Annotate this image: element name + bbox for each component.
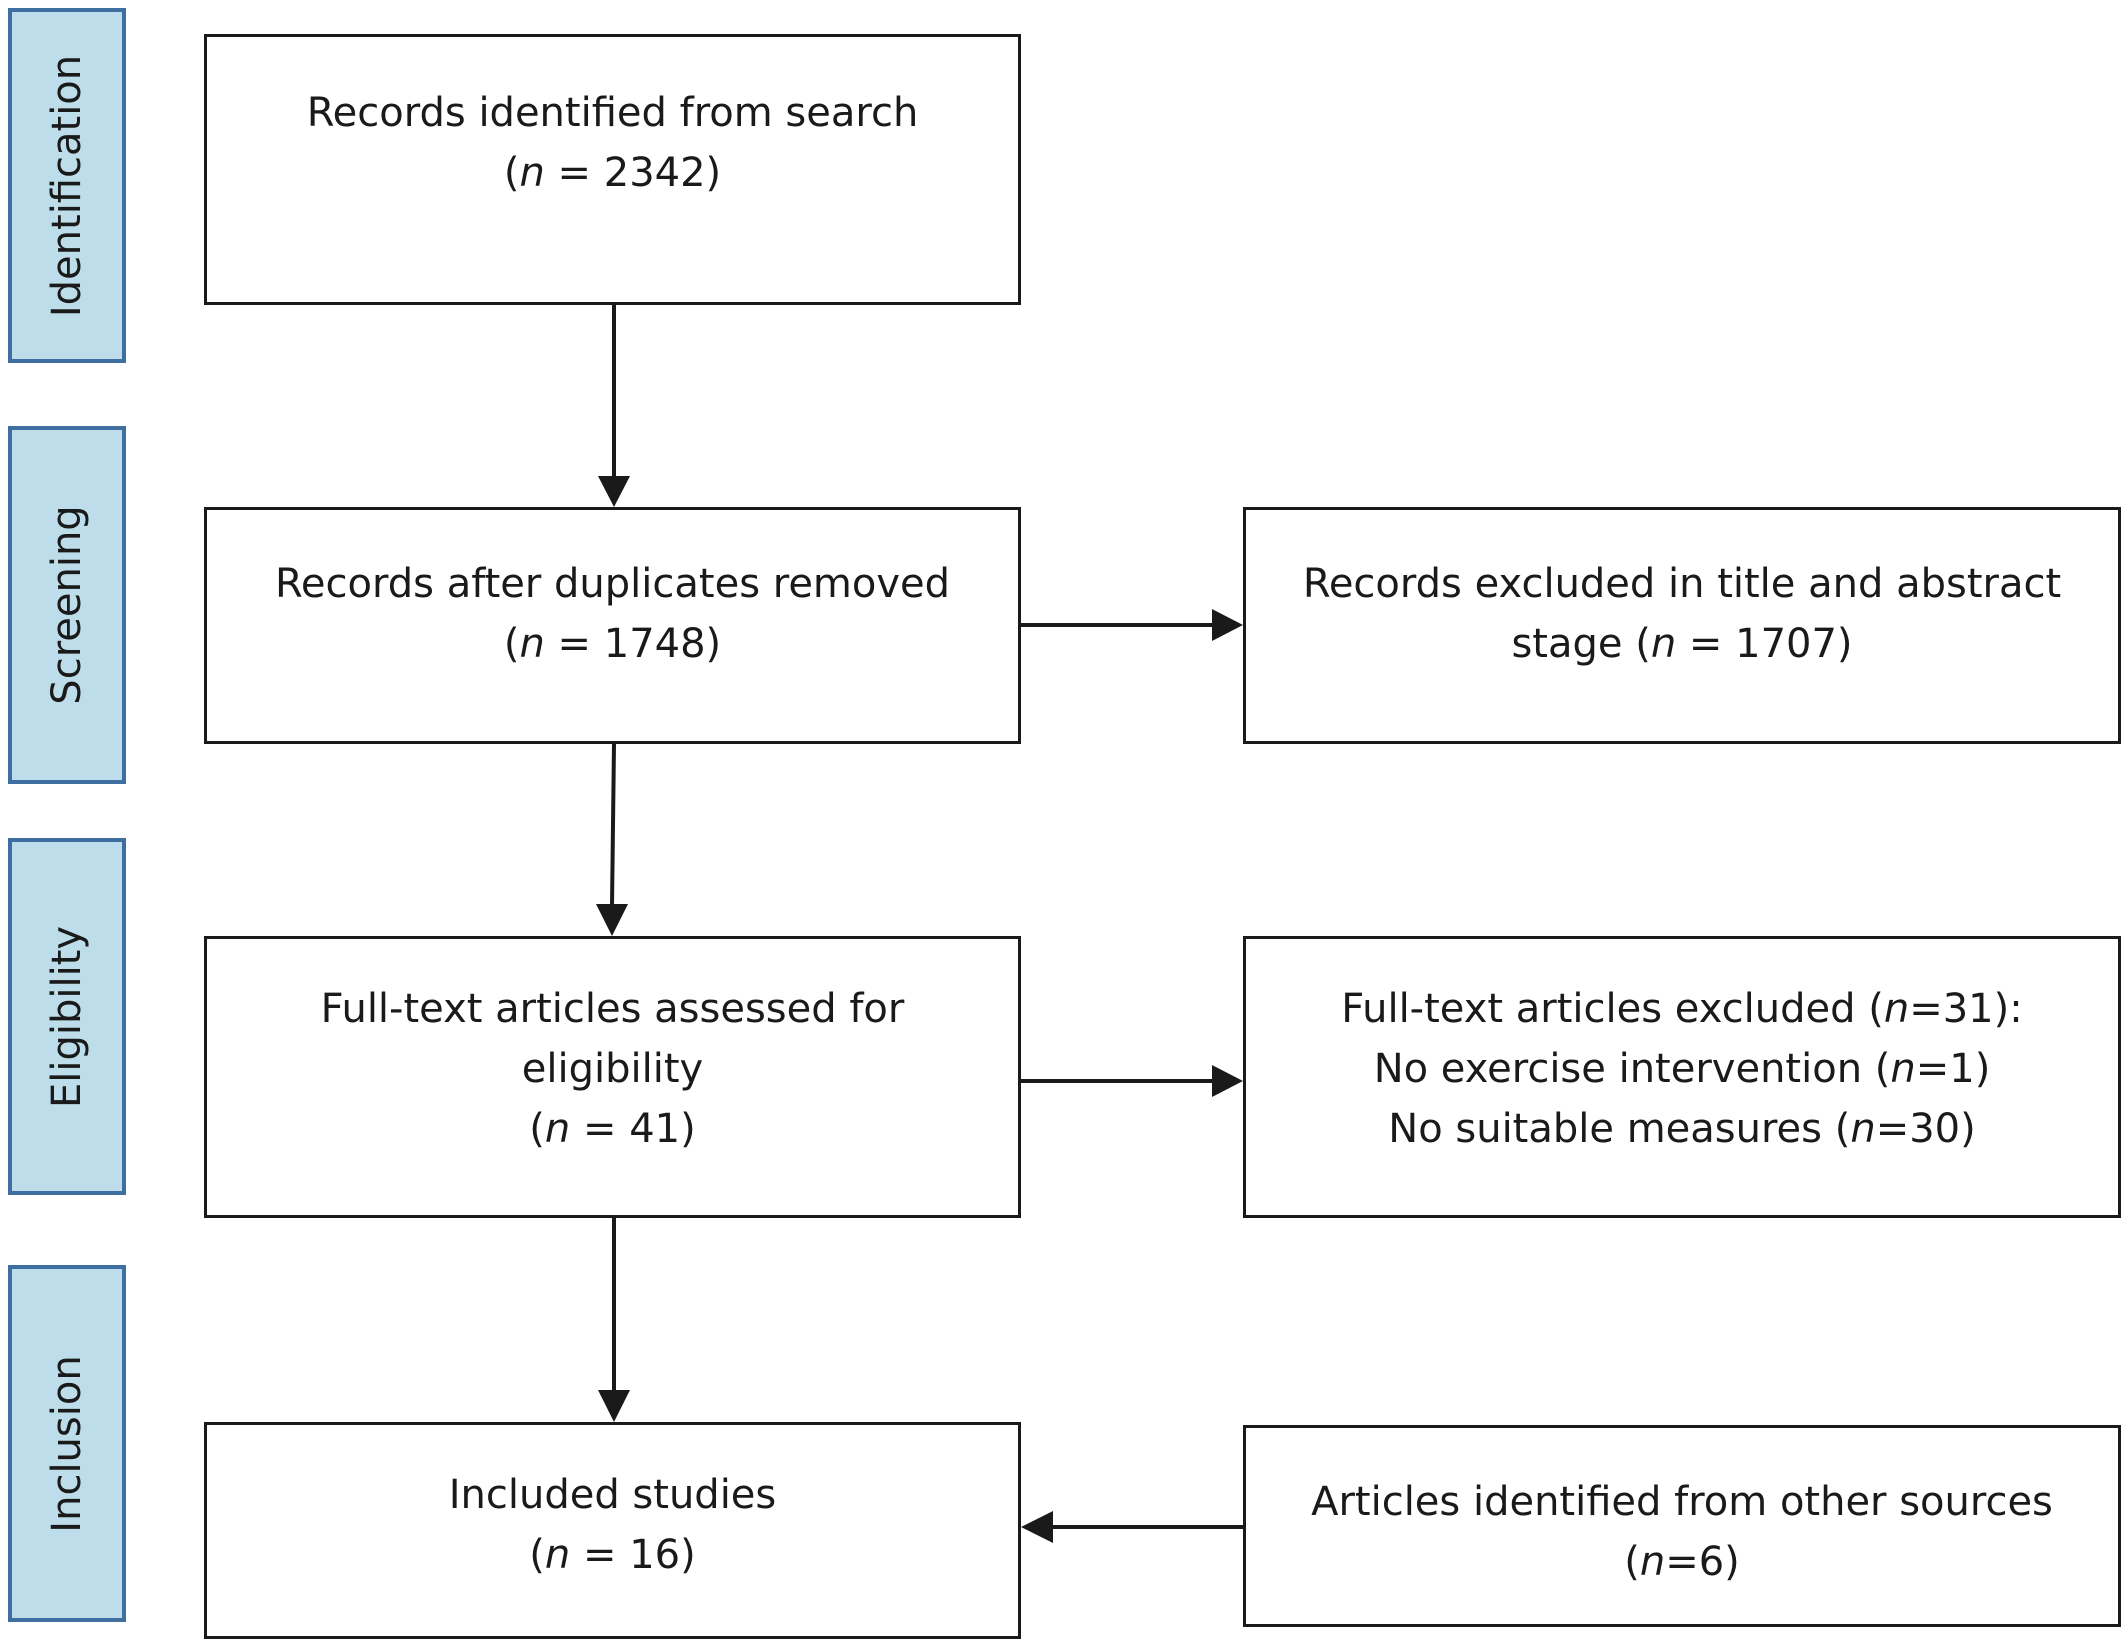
phase-identification: Identification: [8, 8, 126, 363]
phase-screening: Screening: [8, 426, 126, 784]
count-var: n: [1890, 1046, 1916, 1092]
fulltext-excluded-total: Full-text articles excluded (n=31):: [1341, 979, 2022, 1039]
count-value: = 1748): [544, 621, 722, 667]
records-identified-count: (n = 2342): [504, 143, 721, 203]
fulltext-excluded-no-exercise: No exercise intervention (n=1): [1374, 1039, 1991, 1099]
records-excluded-title-abstract-box: Records excluded in title and abstract s…: [1243, 507, 2121, 744]
count-var: n: [1650, 621, 1677, 667]
arrowhead-right-2: [1212, 1065, 1243, 1097]
count-var: n: [519, 150, 545, 196]
records-after-duplicates-label: Records after duplicates removed: [274, 561, 951, 607]
fulltext-assessed-label: Full-text articles assessed for: [320, 986, 905, 1032]
count-value: =30): [1875, 1106, 1976, 1152]
line-text: Full-text articles excluded (: [1341, 986, 1884, 1032]
count-var: n: [544, 1532, 571, 1578]
records-excluded-label: Records excluded in title and abstract: [1302, 561, 2062, 607]
count-prefix: (: [1624, 1539, 1640, 1585]
count-prefix: (: [529, 1532, 545, 1578]
included-studies-count: (n = 16): [529, 1525, 695, 1585]
records-excluded-count: stage (n = 1707): [1511, 614, 1852, 674]
fulltext-excluded-no-measures: No suitable measures (n=30): [1388, 1099, 1975, 1159]
included-studies-label: Included studies: [448, 1472, 777, 1518]
other-sources-box: Articles identified from other sources (…: [1243, 1425, 2121, 1627]
count-prefix: (: [503, 150, 520, 196]
phase-inclusion: Inclusion: [8, 1265, 126, 1622]
records-after-duplicates-count: (n = 1748): [504, 614, 721, 674]
fulltext-assessed-label-2: eligibility: [521, 1046, 704, 1092]
count-var: n: [519, 621, 545, 667]
count-value: =31):: [1909, 986, 2023, 1032]
count-value: = 41): [570, 1106, 696, 1152]
included-studies-box: Included studies (n = 16): [204, 1422, 1021, 1639]
phase-eligibility: Eligibility: [8, 838, 126, 1195]
fulltext-excluded-box: Full-text articles excluded (n=31): No e…: [1243, 936, 2121, 1218]
count-var: n: [1850, 1106, 1876, 1152]
other-sources-count: (n=6): [1624, 1532, 1740, 1592]
count-prefix: (: [503, 621, 520, 667]
fulltext-assessed-count: (n = 41): [529, 1099, 695, 1159]
records-identified-box: Records identified from search (n = 2342…: [204, 34, 1021, 305]
records-identified-label: Records identified from search: [306, 90, 919, 136]
count-var: n: [1883, 986, 1910, 1032]
arrowhead-down-3: [598, 1390, 630, 1422]
count-value: = 16): [570, 1532, 696, 1578]
line-text: No suitable measures (: [1388, 1106, 1851, 1152]
arrowhead-down-1: [598, 476, 630, 507]
count-value: =1): [1915, 1046, 1991, 1092]
arrowhead-left-1: [1021, 1511, 1053, 1543]
count-value: = 1707): [1676, 621, 1853, 667]
records-after-duplicates-box: Records after duplicates removed (n = 17…: [204, 507, 1021, 744]
other-sources-label: Articles identified from other sources: [1311, 1479, 2053, 1525]
fulltext-assessed-box: Full-text articles assessed for eligibil…: [204, 936, 1021, 1218]
arrowhead-right-1: [1212, 609, 1243, 641]
count-value: =6): [1665, 1539, 1740, 1585]
arrow-dupes-to-fulltext: [610, 743, 616, 907]
arrowhead-down-2: [596, 904, 628, 936]
count-value: = 2342): [544, 150, 722, 196]
count-var: n: [1639, 1539, 1666, 1585]
count-prefix: stage (: [1511, 621, 1651, 667]
count-prefix: (: [529, 1106, 545, 1152]
count-var: n: [544, 1106, 571, 1152]
line-text: No exercise intervention (: [1373, 1046, 1891, 1092]
